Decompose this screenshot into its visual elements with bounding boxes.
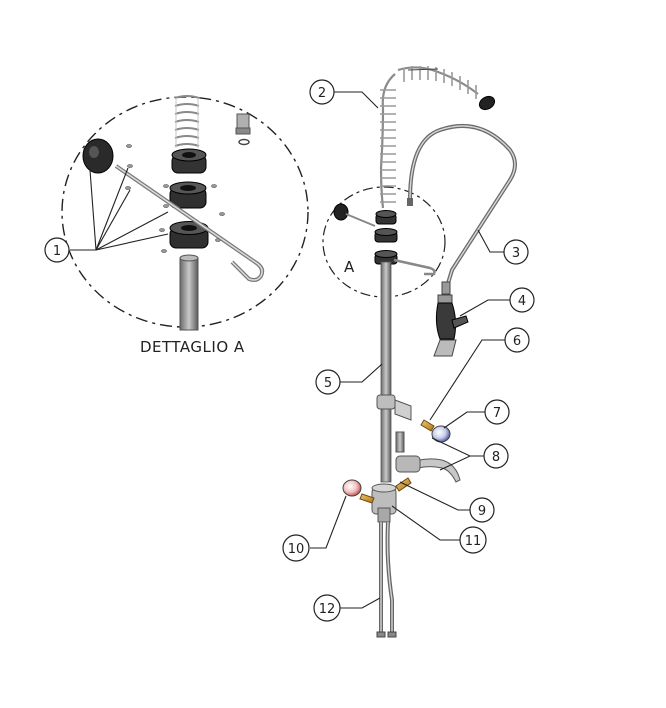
- svg-text:5: 5: [324, 376, 332, 391]
- leader-lines: [310, 91, 510, 609]
- svg-text:12: 12: [319, 602, 336, 617]
- svg-text:6: 6: [513, 334, 521, 349]
- riser-pipe: [380, 261, 392, 483]
- detail-a-view: DETTAGLIO A: [61, 95, 309, 356]
- pre-rinse-faucet-spout: [395, 431, 461, 483]
- detail-cartridge: [235, 113, 251, 146]
- spring-end-cap: [478, 95, 496, 111]
- callout-5: 5: [315, 369, 341, 395]
- detail-pipe: [179, 257, 199, 331]
- svg-text:3: 3: [512, 246, 520, 261]
- connector-9: [359, 477, 412, 504]
- connector-6: [420, 419, 435, 432]
- callout-9: 9: [469, 497, 495, 523]
- svg-text:2: 2: [318, 86, 326, 101]
- callout-2: 2: [309, 79, 335, 105]
- svg-text:9: 9: [478, 504, 486, 519]
- svg-text:8: 8: [492, 450, 500, 465]
- main-spring: [379, 66, 479, 209]
- svg-text:11: 11: [465, 534, 482, 549]
- mixer-body: [371, 483, 397, 523]
- callout-10: 10: [282, 534, 310, 562]
- callout-12: 12: [313, 594, 341, 622]
- main-black-disc: [333, 203, 349, 221]
- red-handle: [342, 479, 362, 497]
- callout-6: 6: [504, 327, 530, 353]
- svg-text:10: 10: [288, 542, 305, 557]
- main-assembly: A: [310, 66, 517, 638]
- supply-pipes: [376, 521, 397, 638]
- main-hook-rod: [393, 258, 436, 276]
- detail-spring: [174, 95, 200, 148]
- callouts: 1 2 3 4 5 6 7 8: [44, 79, 535, 622]
- callout-11: 11: [459, 526, 487, 554]
- detail-a-marker-label: A: [344, 258, 355, 276]
- flex-hose: [408, 123, 517, 291]
- callout-4: 4: [509, 287, 535, 313]
- callout-3: 3: [503, 239, 529, 265]
- main-clamp-rings: [374, 210, 398, 265]
- svg-text:1: 1: [53, 244, 61, 259]
- spray-gun: [433, 294, 469, 357]
- svg-text:4: 4: [518, 294, 526, 309]
- detail-clamp-rings: [169, 148, 209, 249]
- callout-8: 8: [483, 443, 509, 469]
- callout-7: 7: [484, 399, 510, 425]
- svg-text:7: 7: [493, 406, 501, 421]
- callout-1-leaders: [70, 167, 169, 251]
- riser-tee: [376, 394, 412, 421]
- callout-1: 1: [44, 237, 70, 263]
- detail-caption: DETTAGLIO A: [140, 338, 245, 356]
- detail-black-disc: [82, 138, 114, 174]
